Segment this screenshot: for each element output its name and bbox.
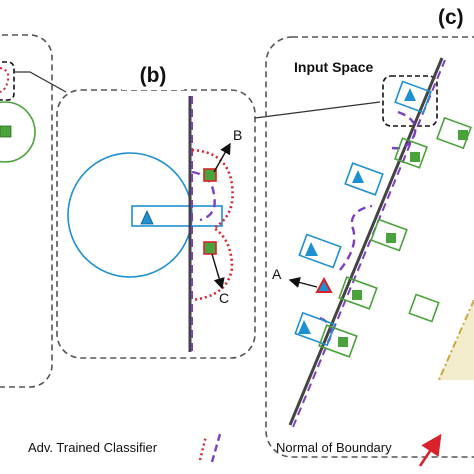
point-c-arrow xyxy=(211,253,225,290)
standard-boundary-c xyxy=(288,57,444,426)
blue-class-region xyxy=(67,152,193,278)
point-c-marker xyxy=(203,241,217,255)
input-space-zoom-box xyxy=(382,75,438,127)
panel-c-frame xyxy=(265,36,474,458)
panel-b-label-bg xyxy=(122,64,184,90)
point-c-label: C xyxy=(219,290,229,306)
point-b-label: B xyxy=(233,127,242,143)
perturbation-box xyxy=(131,205,223,227)
panel-b-label: (b) xyxy=(140,64,167,87)
point-a-label: A xyxy=(272,266,282,282)
panel-b: (b) B C xyxy=(56,64,381,359)
blue-sample-4 xyxy=(294,311,336,347)
purple-adv-boundary-c xyxy=(292,59,446,428)
legend: Adv. Trained Classifier Normal of Bounda… xyxy=(28,433,442,467)
panel-a-frame xyxy=(0,34,53,388)
zoom-connector-b-c xyxy=(254,101,381,119)
shaded-region xyxy=(438,302,474,380)
purple-adv-bulge-c3 xyxy=(391,110,417,150)
legend-normal-label: Normal of Boundary xyxy=(276,440,392,455)
blue-sample-1 xyxy=(394,80,432,114)
adv-boundary-fragment xyxy=(0,67,10,93)
legend-normal-arrow xyxy=(418,433,442,467)
green-sample-3 xyxy=(370,218,408,252)
panel-c: (c) Input Space A xyxy=(265,4,474,458)
legend-adv-trained-label: Adv. Trained Classifier xyxy=(28,440,158,455)
green-sample-1 xyxy=(436,116,472,150)
green-sample-6 xyxy=(408,293,440,323)
panel-a xyxy=(0,34,67,388)
blue-class-point xyxy=(140,210,154,225)
green-sample-5 xyxy=(318,324,358,358)
point-a-arrow xyxy=(288,277,318,288)
panel-c-label-bg xyxy=(436,4,474,30)
panel-c-label: (c) xyxy=(438,6,464,29)
blue-sample-3 xyxy=(298,233,342,269)
green-class-point xyxy=(0,125,12,138)
legend-red-dotted-line xyxy=(198,435,208,461)
point-a-marker xyxy=(315,276,333,293)
zoom-connector xyxy=(14,71,67,93)
point-b-arrow xyxy=(213,142,231,173)
green-sample-2 xyxy=(393,137,429,169)
zoom-box xyxy=(0,61,15,101)
purple-adv-bulge-c1 xyxy=(339,204,373,271)
purple-adv-bulge xyxy=(191,170,216,222)
legend-purple-dashed-line xyxy=(210,433,222,463)
input-space-title: Input Space xyxy=(294,59,374,75)
point-b-marker xyxy=(203,168,217,182)
green-class-region xyxy=(0,101,36,163)
green-sample-4 xyxy=(338,276,378,310)
blue-sample-2 xyxy=(344,162,384,196)
red-adv-boundary xyxy=(191,148,234,302)
panel-b-frame xyxy=(56,89,256,359)
